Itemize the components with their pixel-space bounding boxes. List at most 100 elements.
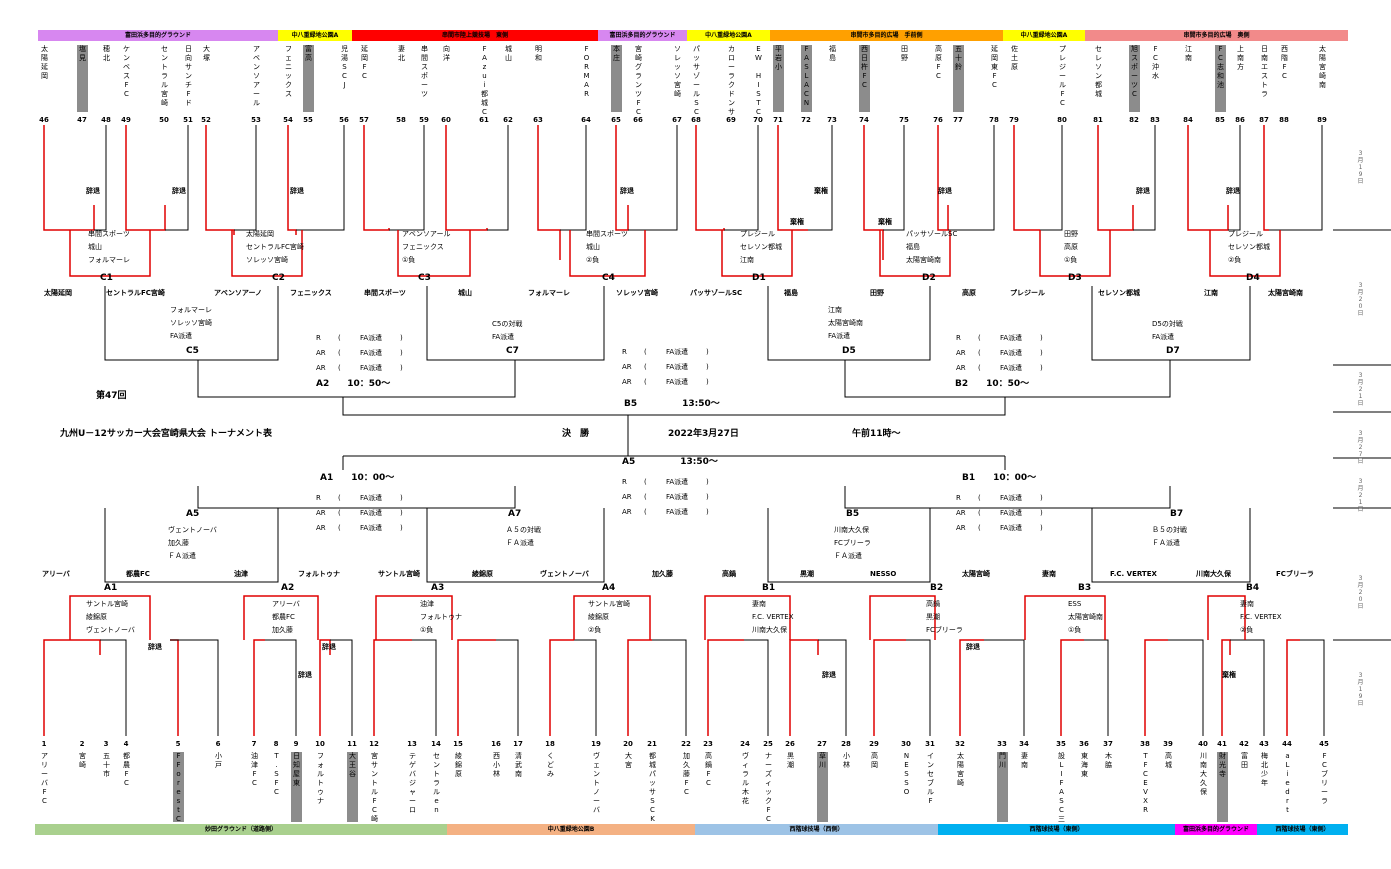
bracket-line (445, 125, 488, 231)
referee-assignment: F.C. VERTEX (752, 613, 794, 621)
team-number-top: 81 (1093, 116, 1103, 124)
official-bracket: ( (338, 349, 341, 357)
bracket-line (627, 639, 652, 736)
team-name-top: 平 岩 小 (773, 45, 784, 112)
referee-assignment: セントラルFC宮崎 (246, 243, 304, 251)
official-role: AR (622, 378, 632, 386)
referee-assignment: 太陽延岡 (246, 230, 274, 238)
side-date: 3 月 2 0 日 (1357, 575, 1364, 610)
referee-assignment: 福島 (906, 243, 920, 251)
bracket-line (389, 125, 425, 231)
team-number-bottom: 19 (591, 740, 601, 748)
team-number-top: 54 (283, 116, 293, 124)
match-id: A4 (602, 583, 616, 593)
team-name-top: 高 原 F C (935, 45, 942, 80)
team-name-top: セ ン ト ラ ル 宮 崎 (161, 45, 168, 107)
official-role: AR (316, 349, 326, 357)
team-number-top: 48 (101, 116, 111, 124)
team-number-top: 55 (303, 116, 313, 124)
team-number-top: 47 (77, 116, 87, 124)
referee-assignment: 城山 (586, 243, 600, 251)
match-id: A3 (431, 583, 445, 593)
official-role: AR (622, 508, 632, 516)
bracket-line (537, 125, 561, 260)
match-id: B7 (1170, 509, 1184, 519)
team-name-top: 西 階 F C (1281, 45, 1288, 80)
official-bracket: ( (978, 494, 981, 502)
round-time: A2 10：50～ (316, 379, 391, 389)
team-number-top: 75 (899, 116, 909, 124)
side-date: 3 月 1 9 日 (1357, 672, 1364, 707)
team-number-bottom: 40 (1198, 740, 1208, 748)
referee-assignment: サントル宮崎 (588, 600, 630, 608)
venue-header-top: 富田浜多目的グラウンド (38, 30, 278, 41)
bracket-line (1024, 595, 1106, 640)
team-number-top: 78 (989, 116, 999, 124)
bracket-line (873, 639, 906, 736)
team-name-bottom: 川 南 大 久 保 (1200, 752, 1207, 796)
team-number-top: 52 (201, 116, 211, 124)
team-name-top: F A S L A C N (801, 45, 812, 112)
referee-assignment: アベンソアール (402, 230, 451, 238)
bracket-line (170, 639, 219, 736)
team-result: ヴェントノーバ (540, 570, 589, 578)
bracket-line (287, 125, 297, 235)
bracket-line (560, 125, 587, 231)
official-role: AR (316, 364, 326, 372)
team-number-bottom: 31 (925, 740, 935, 748)
bracket-line (457, 639, 496, 736)
team-result: セレソン都城 (1098, 289, 1140, 297)
official-bracket: ) (400, 364, 403, 372)
referee-assignment: サントル宮崎 (86, 600, 128, 608)
referee-assignment: ＦＡ派遣 (168, 552, 196, 560)
referee-assignment: ヴェントノーバ (168, 526, 217, 534)
bracket-line (767, 286, 931, 361)
team-name-top: 田 野 (901, 45, 908, 62)
team-name-bottom: F F o r e s t C (173, 752, 184, 823)
team-name-top: 塩 見 (77, 45, 88, 112)
team-result: NESSO (870, 570, 897, 578)
official-bracket: ( (338, 494, 341, 502)
bracket-line (1269, 125, 1323, 231)
referee-assignment: 加久藤 (272, 626, 293, 634)
official-fa: FA派遣 (1000, 494, 1023, 502)
team-name-bottom: 日 知 屋 東 (291, 752, 302, 822)
final-time: 午前11時～ (852, 429, 901, 439)
official-bracket: ) (706, 348, 709, 356)
bracket-line (777, 125, 808, 231)
official-fa: FA派遣 (360, 334, 383, 342)
team-number-top: 65 (611, 116, 621, 124)
team-number-top: 76 (933, 116, 943, 124)
match-id: A5 (186, 509, 200, 519)
team-number-top: 84 (1183, 116, 1193, 124)
team-number-top: 67 (672, 116, 682, 124)
team-number-bottom: 27 (817, 740, 827, 748)
official-bracket: ) (1040, 524, 1043, 532)
side-date: 3 月 1 9 日 (1357, 150, 1364, 185)
walkover-label: 辞退 (822, 671, 836, 679)
official-bracket: ( (338, 524, 341, 532)
team-number-top: 83 (1150, 116, 1160, 124)
team-number-bottom: 38 (1140, 740, 1150, 748)
referee-assignment: フェニックス (402, 243, 444, 251)
walkover-label: 辞退 (298, 671, 312, 679)
bracket-line (879, 230, 951, 277)
official-fa: FA派遣 (1000, 524, 1023, 532)
team-name-top: 延 岡 F C (361, 45, 368, 80)
bracket-line (906, 639, 931, 736)
bracket-line (1039, 230, 1111, 277)
team-name-top: 明 和 (535, 45, 542, 62)
team-name-bottom: 木 脇 (1105, 752, 1112, 769)
team-name-top: 日 南 エ ス ト ラ (1261, 45, 1268, 98)
bracket-line (69, 595, 151, 640)
official-fa: FA派遣 (1000, 364, 1023, 372)
match-id: A7 (508, 509, 522, 519)
walkover-label: 辞退 (620, 187, 634, 195)
bracket-line (197, 486, 516, 509)
bracket-line (1263, 125, 1269, 231)
team-name-bottom: 西 小 林 (493, 752, 500, 778)
referee-assignment: 都農FC (272, 613, 295, 621)
referee-assignment: ①負 (420, 626, 434, 634)
team-name-top: E W H I S T C (755, 45, 762, 116)
official-role: AR (622, 363, 632, 371)
